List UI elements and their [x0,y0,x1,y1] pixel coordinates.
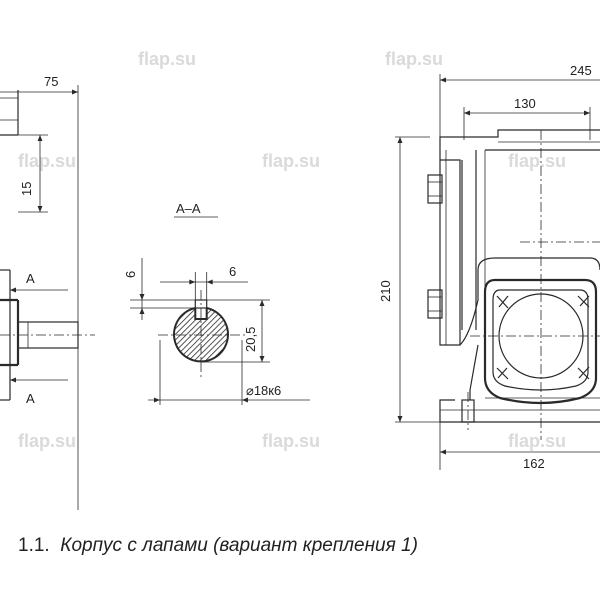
watermark: flap.su [262,151,320,171]
dimension-diameter-18: ⌀18к6 [246,383,281,398]
figure-title: Корпус с лапами (вариант крепления 1) [60,535,418,556]
front-view: 245 130 210 [378,63,600,471]
dimension-162: 162 [523,456,545,471]
watermark: flap.su [262,431,320,451]
dimension-6-horizontal: 6 [229,264,236,279]
dimension-130: 130 [514,96,536,111]
dimension-6-vertical: 6 [123,271,138,278]
figure-caption: 1.1. Корпус с лапами (вариант крепления … [18,535,418,557]
section-aa: A–A 6 6 [123,201,310,405]
watermark: flap.su [138,49,196,69]
watermark: flap.su [508,151,566,171]
watermark: flap.su [385,49,443,69]
watermark: flap.su [18,151,76,171]
dimension-245: 245 [570,63,592,78]
dimension-210: 210 [378,280,393,302]
section-mark-a-bottom: A [26,391,35,406]
section-mark-a-top: A [26,271,35,286]
watermark: flap.su [508,431,566,451]
dimension-75: 75 [44,74,58,89]
dimension-15: 15 [19,182,34,196]
side-view: 75 15 A A [0,74,95,510]
section-label: A–A [176,201,201,216]
figure-number: 1.1. [18,535,50,556]
watermarks: flap.su flap.su flap.su flap.su flap.su … [18,49,566,451]
watermark: flap.su [18,431,76,451]
dimension-20-5: 20,5 [243,327,258,352]
